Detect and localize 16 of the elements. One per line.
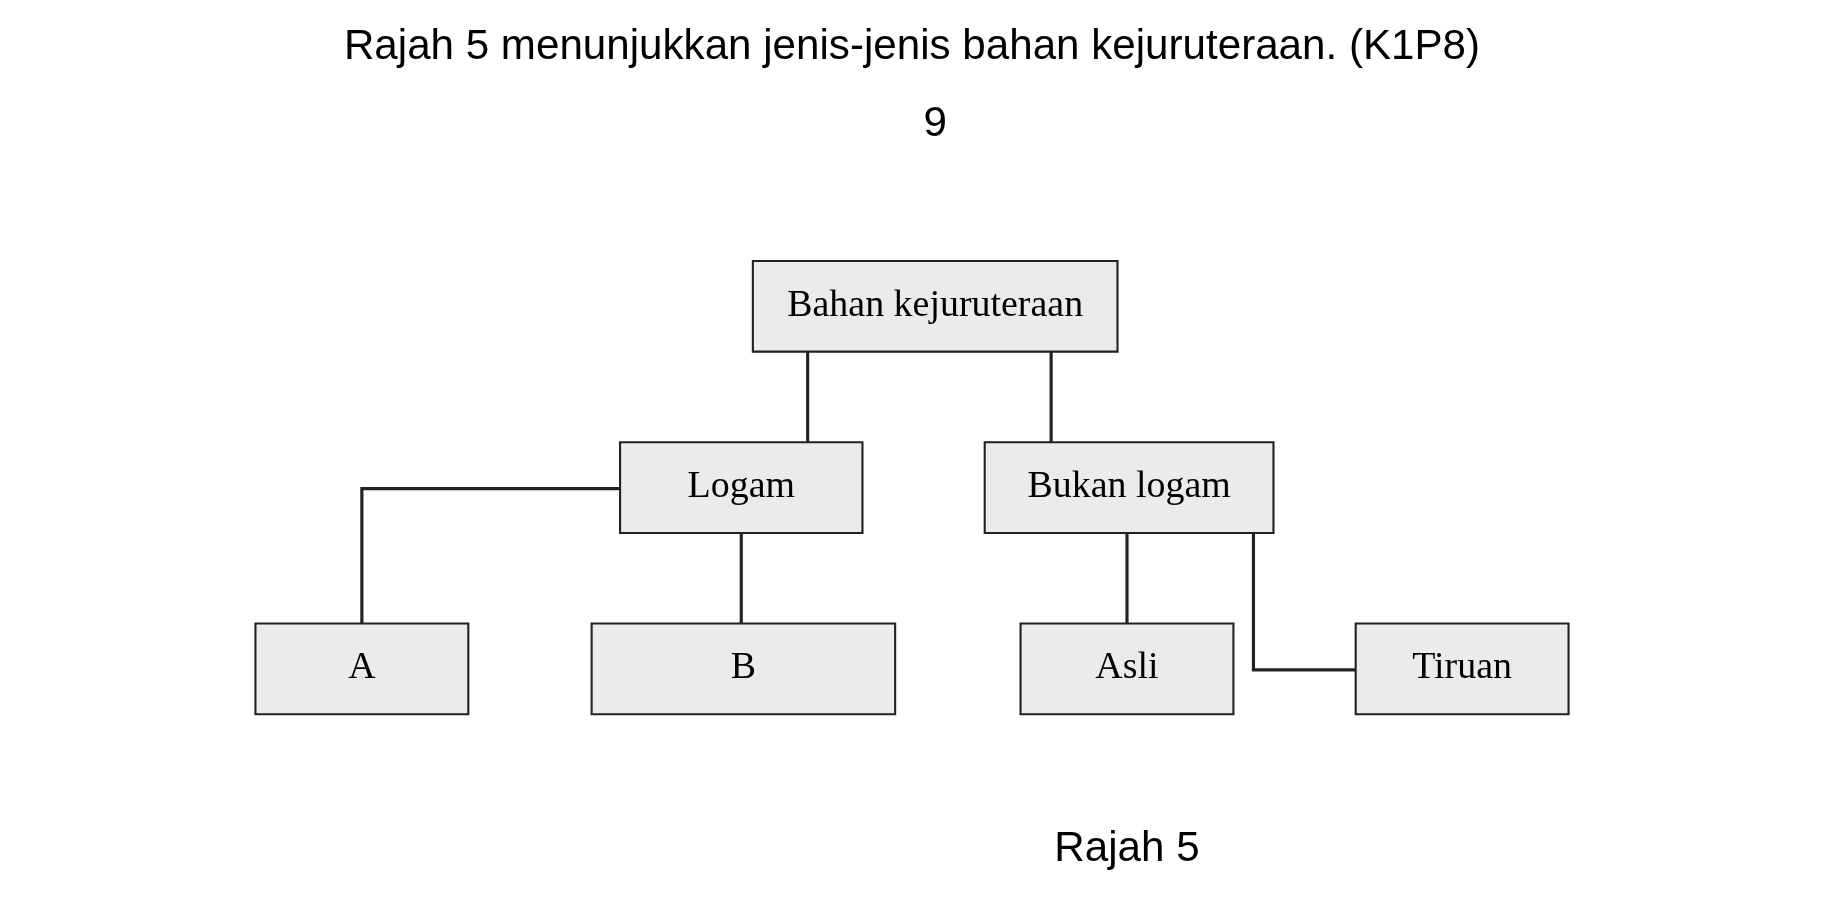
connector [359, 487, 619, 624]
node-box: B [590, 622, 896, 716]
connector [1049, 352, 1053, 442]
label: 9 [922, 97, 947, 145]
connector [739, 533, 743, 624]
node-box: Tiruan [1354, 622, 1570, 716]
node-box: Bahan kejuruteraan [751, 259, 1119, 353]
caption: Rajah 5 [1053, 822, 1200, 870]
node-box: Bukan logam [983, 441, 1275, 534]
connector [1251, 533, 1355, 672]
connector [805, 352, 809, 442]
connector [1124, 533, 1129, 624]
node-box: Asli [1019, 622, 1234, 716]
diagram-title: Rajah 5 menunjukkan jenis-jenis bahan kejuruteraan. (K1P8) [343, 20, 1480, 68]
node-box: A [253, 622, 469, 716]
node-box: Logam [618, 441, 864, 534]
